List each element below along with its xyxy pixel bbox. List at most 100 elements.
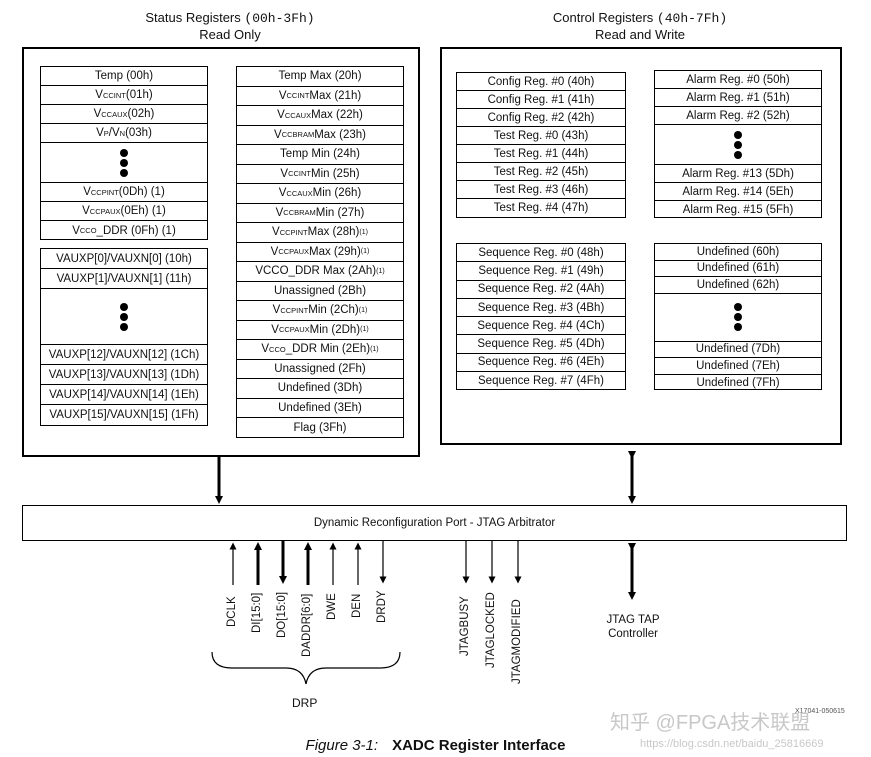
register-text: Temp Min (24h) [280,148,360,161]
ellipsis-dots [655,125,821,165]
register-text: Max (28h) [307,226,360,239]
register-subscript: CCPINT [90,187,119,197]
register-cell: Temp Max (20h) [237,67,403,87]
register-subscript: CCINT [286,91,310,101]
register-cell: Sequence Reg. #3 (4Bh) [457,299,625,318]
register-text: _DDR Min (2Eh) [285,343,371,356]
control-header: Control Registers (40h-7Fh) Read and Wri… [520,10,760,43]
ellipsis-dot [120,312,128,321]
register-text: Temp (00h) [94,70,154,82]
register-cell: VAUXP[14]/VAUXN[14] (1Eh) [41,385,207,405]
register-text: (02h) [127,108,155,120]
register-footnote: (1) [360,326,369,334]
register-text: V [272,304,281,317]
register-text: V [72,224,80,237]
register-cell: VAUXP[12]/VAUXN[12] (1Ch) [41,345,207,365]
register-text: Undefined (3Eh) [278,401,362,414]
register-text: /V [108,127,120,139]
register-cell: Unassigned (2Fh) [237,360,403,379]
register-cell: Sequence Reg. #7 (4Fh) [478,375,604,388]
register-text: Min (2Dh) [309,323,361,336]
register-subscript: CCAUX [284,110,312,120]
register-text: VAUXP[0]/VAUXN[0] (10h) [56,252,192,265]
register-cell: Test Reg. #4 (47h) [493,202,589,214]
status-header: Status Registers (00h-3Fh) Read Only [110,10,350,43]
register-cell: VCCO_DDR Max (2Ah)(1) [237,262,403,282]
register-cell: Temp Min (24h) [237,145,403,165]
register-cell: Unassigned (2Bh) [237,282,403,301]
register-text: _DDR (0Fh) (1) [96,224,176,237]
control-subtitle: Read and Write [594,27,686,42]
register-subscript: CCO [79,226,97,235]
ellipsis-dot [734,130,742,139]
sequence-registers: Sequence Reg. #0 (48h)Sequence Reg. #1 (… [456,243,626,390]
status-range: (00h-3Fh) [244,11,315,26]
register-cell: VAUXP[0]/VAUXN[0] (10h) [41,249,207,269]
ellipsis-dots [41,289,207,345]
register-cell: Alarm Reg. #0 (50h) [655,71,821,89]
drp-label: DRP [292,696,318,710]
register-subscript: CCBRAM [281,130,315,140]
register-text: V [275,206,284,219]
ellipsis-dot [734,140,742,149]
signal-jtaglocked: JTAGLOCKED [485,592,497,668]
register-footnote: (1) [358,306,368,314]
signal-do: DO[15:0] [276,591,288,638]
doc-id: X17041-050615 [795,708,845,715]
signal-jtagmodified: JTAGMODIFIED [511,599,523,684]
register-cell: Alarm Reg. #2 (52h) [655,107,821,125]
register-cell: VAUXP[13]/VAUXN[13] (1Dh) [41,365,207,385]
ellipsis-dot [734,323,742,331]
register-footnote: (1) [360,248,370,256]
register-cell: Undefined (7Eh) [655,358,821,375]
signal-den: DEN [351,593,363,618]
register-subscript: CCPINT [279,227,308,237]
register-footnote: (1) [359,228,368,236]
register-cell: Config Reg. #2 (42h) [457,109,625,127]
figure-caption: Figure 3-1:XADC Register Interface [0,737,871,754]
register-text: Min (27h) [315,206,365,219]
register-text: V [278,89,287,102]
register-text: Max (23h) [314,128,366,141]
register-cell: Undefined (60h) [655,244,821,261]
register-text: (0Dh) (1) [118,186,165,198]
register-text: Unassigned (2Fh) [274,362,366,375]
register-subscript: CCBRAM [283,208,316,218]
signal-drdy: DRDY [376,590,388,623]
signal-di: DI[15:0] [251,592,263,633]
arbitrator-label: Dynamic Reconfiguration Port - JTAG Arbi… [313,517,556,529]
register-text: V [82,205,90,217]
register-text: VAUXP[12]/VAUXN[12] (1Ch) [48,348,200,361]
ellipsis-dot [120,302,128,311]
register-cell: Sequence Reg. #0 (48h) [457,244,625,263]
register-subscript: CCPAUX [89,206,121,216]
status-subtitle: Read Only [199,27,261,42]
register-text: (0Eh) (1) [120,205,166,217]
ellipsis-dot [120,322,128,331]
register-subscript: CCAUX [101,109,128,119]
register-text: Flag (3Fh) [293,421,347,434]
register-cell: Sequence Reg. #1 (49h) [457,262,625,281]
caption-title: XADC Register Interface [392,737,566,754]
signal-jtagbusy: JTAGBUSY [459,596,471,656]
register-text: V [95,89,103,101]
register-cell: Alarm Reg. #15 (5Fh) [682,204,794,216]
register-subscript: CCPAUX [278,325,310,335]
register-cell: Undefined (3Eh) [237,399,403,418]
register-cell: Alarm Reg. #13 (5Dh) [655,165,821,183]
ellipsis-dots [655,294,821,342]
register-cell: Config Reg. #1 (41h) [457,91,625,109]
register-cell: Sequence Reg. #6 (4Eh) [457,354,625,373]
register-cell: Undefined (7Dh) [655,342,821,358]
register-cell: Undefined (62h) [655,277,821,294]
register-cell: Test Reg. #3 (46h) [457,181,625,199]
jtag-tap-label: JTAG TAP Controller [595,613,671,641]
register-cell: Sequence Reg. #5 (4Dh) [457,335,625,354]
register-cell: Undefined (61h) [655,261,821,277]
